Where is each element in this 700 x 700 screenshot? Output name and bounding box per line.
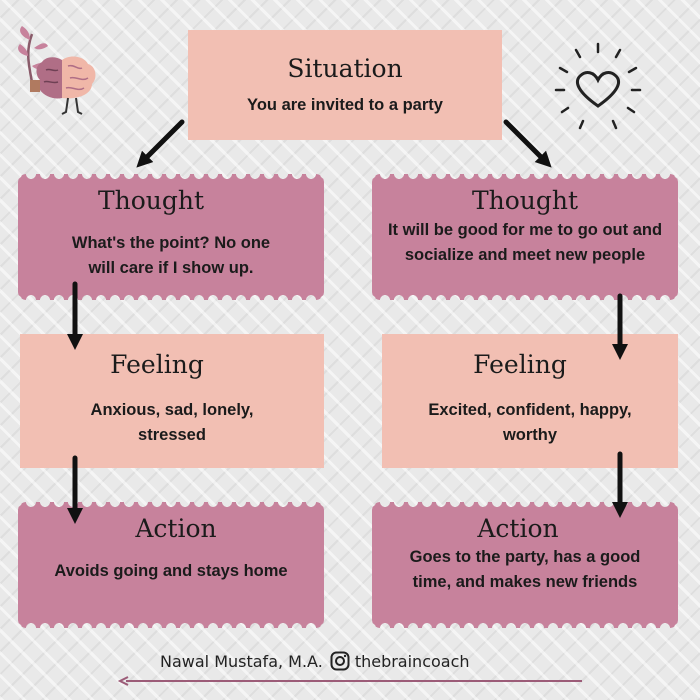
situation-box: Situation You are invited to a party [188, 30, 502, 140]
arrow-down-icon [136, 119, 185, 168]
footer: Nawal Mustafa, M.A. thebraincoach [160, 648, 580, 674]
left-thought-title: Thought [97, 186, 205, 215]
brain-plant-icon [18, 26, 96, 115]
right-feeling-text: Excited, confident, happy, worthy [428, 401, 632, 444]
right-thought-text: It will be good for me to go out and soc… [387, 221, 663, 264]
footer-handle[interactable]: thebraincoach [354, 651, 470, 671]
left-action-text: Avoids going and stays home [54, 562, 288, 580]
situation-text: You are invited to a party [247, 96, 443, 114]
right-thought-title: Thought [471, 186, 579, 215]
heart-icon [554, 42, 642, 130]
right-action-title: Action [477, 514, 559, 543]
left-action-box: Action Avoids going and stays home [18, 502, 324, 628]
right-feeling-title: Feeling [473, 350, 567, 379]
footer-underline [117, 676, 582, 686]
left-action-title: Action [135, 514, 217, 543]
right-action-text: Goes to the party, has a good time, and … [409, 548, 641, 591]
right-thought-box: Thought It will be good for me to go out… [372, 174, 678, 300]
left-feeling-box: Feeling Anxious, sad, lonely, stressed [20, 334, 324, 468]
situation-title: Situation [287, 54, 403, 83]
arrow-down-icon [503, 119, 552, 168]
right-feeling-box: Feeling Excited, confident, happy, worth… [382, 334, 678, 468]
footer-author: Nawal Mustafa, M.A. [160, 651, 323, 671]
right-action-box: Action Goes to the party, has a good tim… [372, 502, 678, 628]
left-thought-text: What's the point? No one will care if I … [71, 234, 271, 277]
instagram-icon[interactable] [330, 651, 350, 671]
left-feeling-title: Feeling [110, 350, 204, 379]
left-feeling-text: Anxious, sad, lonely, stressed [90, 401, 254, 444]
left-thought-box: Thought What's the point? No one will ca… [18, 174, 324, 300]
